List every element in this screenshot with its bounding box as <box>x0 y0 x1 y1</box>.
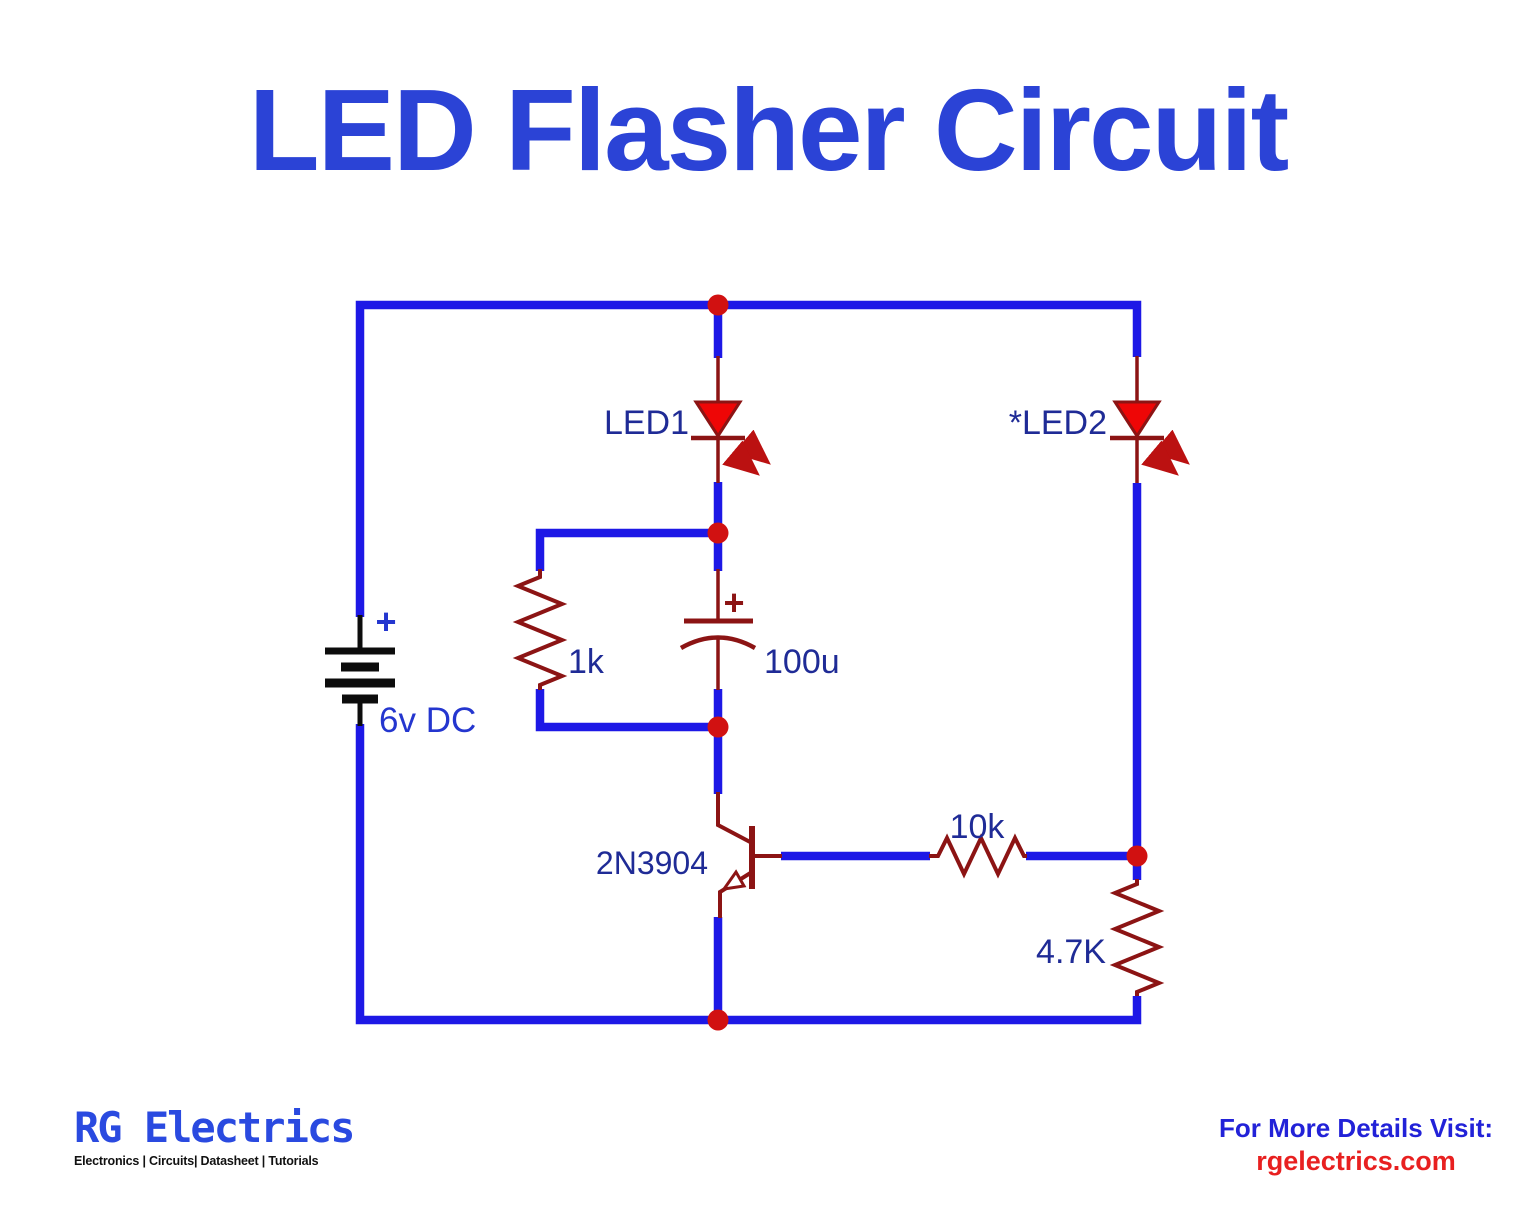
junction-dot <box>1126 845 1148 867</box>
wire-rc-bottom <box>535 689 718 732</box>
junction-dot <box>707 1009 729 1031</box>
led1-symbol: LED1 <box>604 356 771 483</box>
transistor-q1-symbol: 2N3904 <box>596 792 782 918</box>
wire-bottom-loop <box>355 724 1142 1025</box>
wires <box>355 300 1142 1025</box>
led2-symbol: *LED2 <box>1009 356 1190 483</box>
wire-top-loop <box>355 300 1142 617</box>
led1-triangle <box>693 400 743 439</box>
junction-dot <box>707 522 729 544</box>
resistor-r1-symbol: 1k <box>512 569 605 690</box>
transistor-q1-label: 2N3904 <box>596 845 708 881</box>
led2-light-arrows-icon <box>1141 429 1190 476</box>
capacitor-c1-symbol: + 100u <box>679 569 840 690</box>
resistor-r3-zigzag <box>1109 879 1165 996</box>
page-title: LED Flasher Circuit <box>248 65 1289 195</box>
transistor-emitter-arrow-icon <box>720 869 747 892</box>
led2-triangle <box>1112 400 1162 439</box>
website-link[interactable]: rgelectrics.com <box>1256 1145 1456 1176</box>
resistor-r3-symbol: 4.7K <box>1036 879 1165 996</box>
brand-block: RG Electrics Electronics | Circuits| Dat… <box>74 1103 494 1169</box>
led2-label: *LED2 <box>1009 404 1107 442</box>
capacitor-c1-plus-sign: + <box>723 582 744 623</box>
junction-dot <box>707 716 729 738</box>
resistor-r2-zigzag <box>929 833 1027 879</box>
battery-label: 6v DC <box>379 701 476 740</box>
battery-symbol: + 6v DC <box>325 601 476 740</box>
led1-label: LED1 <box>604 404 689 442</box>
visit-label: For More Details Visit: <box>1218 1113 1494 1143</box>
brand-logo: RG Electrics <box>74 1103 355 1152</box>
resistor-r2-label: 10k <box>950 808 1006 846</box>
transistor-collector <box>716 792 753 845</box>
led1-light-arrows-icon <box>722 429 771 476</box>
wire-rc-top <box>535 528 718 571</box>
junction-dots <box>707 294 1148 1031</box>
battery-plus-sign: + <box>375 601 396 642</box>
details-block: For More Details Visit: rgelectrics.com <box>1180 1112 1532 1178</box>
junction-dot <box>707 294 729 316</box>
resistor-r2-symbol: 10k <box>929 808 1027 879</box>
resistor-r3-label: 4.7K <box>1036 933 1106 971</box>
brand-tagline: Electronics | Circuits| Datasheet | Tuto… <box>74 1154 319 1169</box>
capacitor-c1-label: 100u <box>764 643 840 681</box>
resistor-r1-zigzag <box>512 569 568 690</box>
resistor-r1-label: 1k <box>568 643 605 681</box>
